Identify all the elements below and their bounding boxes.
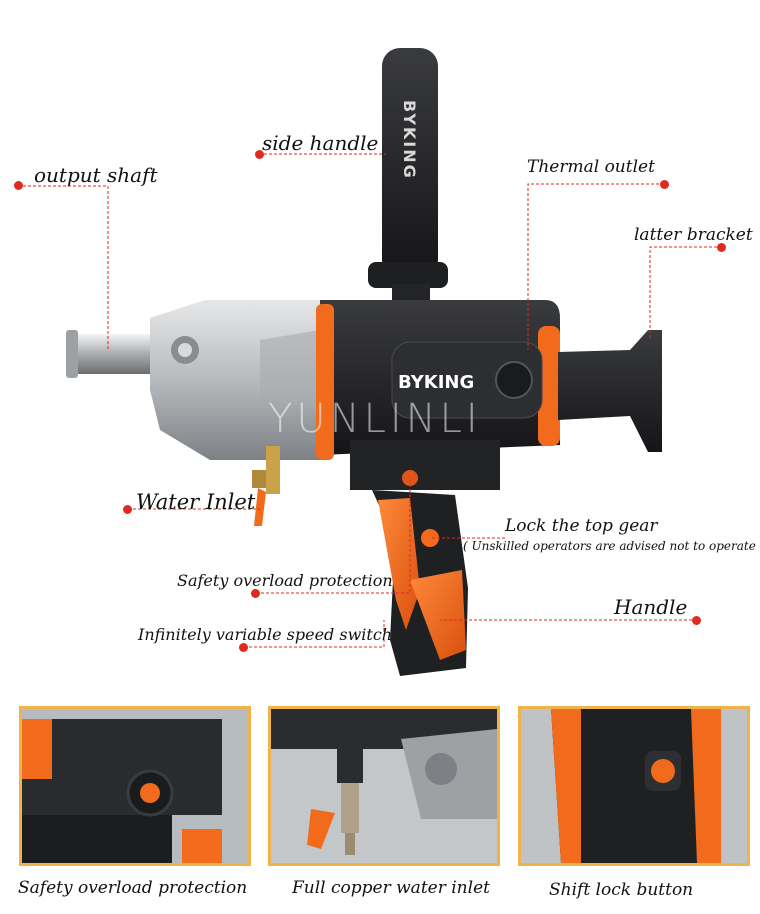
lock-top-gear-label: Lock the top gear xyxy=(505,516,658,536)
drill-illustration: BYKING BYKING xyxy=(18,48,722,676)
thumb-water-inlet xyxy=(268,706,500,866)
speed-switch-label: Infinitely variable speed switch xyxy=(138,625,393,644)
output-shaft-shape xyxy=(66,334,166,374)
caption-safety-overload: Safety overload protection xyxy=(18,878,248,898)
handle-dot xyxy=(692,616,701,625)
handle-label: Handle xyxy=(614,595,688,619)
side-handle-dot xyxy=(255,150,264,159)
output-shaft-dot xyxy=(14,181,23,190)
thumb-shift-lock xyxy=(518,706,750,866)
thumb-safety-overload xyxy=(19,706,251,866)
safety-overload-dot xyxy=(251,589,260,598)
grip-housing-shape xyxy=(350,440,500,490)
output-shaft-label: output shaft xyxy=(34,163,158,187)
thermal-outlet-dot xyxy=(660,180,669,189)
safety-overload-label: Safety overload protection xyxy=(177,571,393,590)
side-handle-brand: BYKING xyxy=(400,100,419,180)
latter-bracket-dot xyxy=(717,243,726,252)
leader-lines xyxy=(18,153,722,648)
rear-bracket-shape xyxy=(558,330,662,452)
side-handle-label: side handle xyxy=(262,131,379,155)
thermal-outlet-label: Thermal outlet xyxy=(527,157,655,177)
caption-shift-lock: Shift lock button xyxy=(549,880,694,900)
water-inlet-label: Water Inlet xyxy=(136,490,256,514)
water-inlet-shape xyxy=(266,446,280,494)
watermark: YUNLINLI xyxy=(268,396,482,442)
speed-switch-dot xyxy=(239,643,248,652)
caption-water-inlet: Full copper water inlet xyxy=(292,878,490,898)
water-inlet-dot xyxy=(123,505,132,514)
latter-bracket-label: latter bracket xyxy=(634,225,753,245)
lock-top-gear-note: ( Unskilled operators are advised not to… xyxy=(463,539,760,553)
motor-body-brand: BYKING xyxy=(398,372,474,393)
